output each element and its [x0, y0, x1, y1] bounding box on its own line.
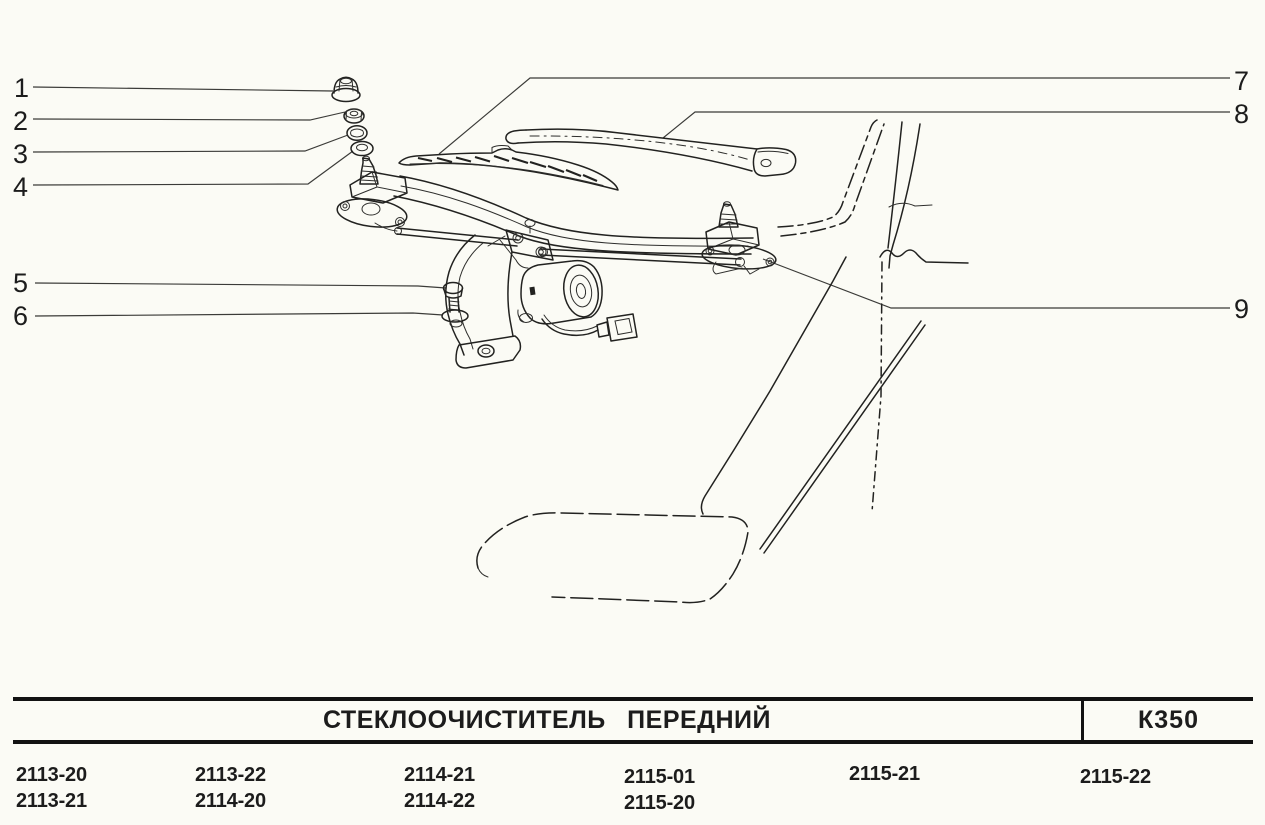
right-pivot-assembly [701, 201, 777, 275]
motor-bracket [445, 234, 522, 369]
callout-7: 7 [1234, 66, 1249, 96]
leader-6 [34, 312, 444, 317]
frame-tube-bottom-edge [393, 195, 752, 255]
model-cell: 2114-21 [404, 764, 475, 786]
a-pillar-line-2 [888, 123, 921, 269]
link-rod-left [396, 227, 519, 247]
callout-4: 4 [13, 172, 28, 202]
model-cell: 2115-22 [1080, 766, 1151, 788]
pivot-crank [374, 222, 398, 232]
plate-code: К350 [1081, 701, 1253, 740]
leader-8 [662, 111, 1230, 139]
link-rod-right [540, 248, 742, 266]
right-pivot-stud [718, 203, 739, 228]
mounting-bolt [441, 281, 469, 328]
model-cell: 2114-22 [404, 790, 475, 812]
windshield-molding-1 [777, 119, 878, 228]
model-cell: 2113-20 [16, 764, 87, 786]
center-crank [499, 219, 554, 269]
wiper-motor [517, 259, 603, 325]
model-cell: 2115-01 [624, 766, 695, 788]
fastener-stack [331, 76, 374, 157]
flat-washer [350, 140, 374, 157]
wiper-arm [505, 128, 797, 177]
callout-3: 3 [13, 139, 28, 169]
windshield-molding-2 [780, 123, 885, 237]
model-cell: 2115-21 [849, 763, 920, 785]
callout-2: 2 [13, 106, 28, 136]
callout-1: 1 [14, 73, 29, 103]
left-pivot-assembly [336, 155, 408, 235]
door-shut-line [759, 320, 926, 554]
leader-3 [32, 134, 349, 153]
door-edge-vertical [871, 261, 883, 513]
car-body-outline [476, 119, 969, 604]
pivot-flange [336, 198, 408, 228]
model-cell: 2115-20 [624, 792, 695, 814]
hood-corner-outline [476, 512, 749, 604]
leader-7 [438, 77, 1230, 155]
callout-5: 5 [13, 268, 28, 298]
connector-plug [596, 313, 638, 342]
callout-9: 9 [1234, 294, 1249, 324]
pillar-notch [888, 202, 933, 208]
arm-center-line [529, 135, 751, 161]
model-cell: 2113-21 [16, 790, 87, 812]
bolt-washer [441, 309, 469, 323]
hex-nut [343, 108, 365, 124]
leader-5 [34, 282, 447, 289]
leader-4 [32, 150, 354, 186]
a-pillar-line-1 [887, 121, 903, 249]
arm-hook [505, 129, 527, 145]
bracket-foot [455, 335, 522, 369]
linkage-frame [393, 175, 754, 269]
catalog-table: СТЕКЛООЧИСТИТЕЛЬ ПЕРЕДНИЙ К350 [13, 697, 1253, 744]
leader-1 [32, 86, 334, 92]
leader-2 [32, 111, 346, 121]
motor-cable [541, 313, 638, 342]
spring-washer [346, 125, 368, 141]
model-cell: 2113-22 [195, 764, 266, 786]
callout-leader-lines [32, 77, 1230, 317]
leader-9 [762, 258, 1230, 309]
model-cell: 2114-20 [195, 790, 266, 812]
cap-nut [331, 76, 361, 103]
callout-numbers: 1 2 3 4 5 6 7 8 9 [13, 66, 1249, 331]
arm-mount-head [752, 147, 797, 177]
mirror-base-line [879, 249, 969, 264]
wiper-blade [398, 145, 619, 191]
motor-terminal-mark [529, 286, 536, 296]
callout-6: 6 [13, 301, 28, 331]
cowl-diagonal [700, 256, 847, 515]
motor-body [520, 259, 603, 325]
blade-clip [491, 145, 513, 154]
frame-tube-top-edge [399, 175, 754, 240]
table-title: СТЕКЛООЧИСТИТЕЛЬ ПЕРЕДНИЙ [323, 706, 771, 734]
callout-8: 8 [1234, 99, 1249, 129]
